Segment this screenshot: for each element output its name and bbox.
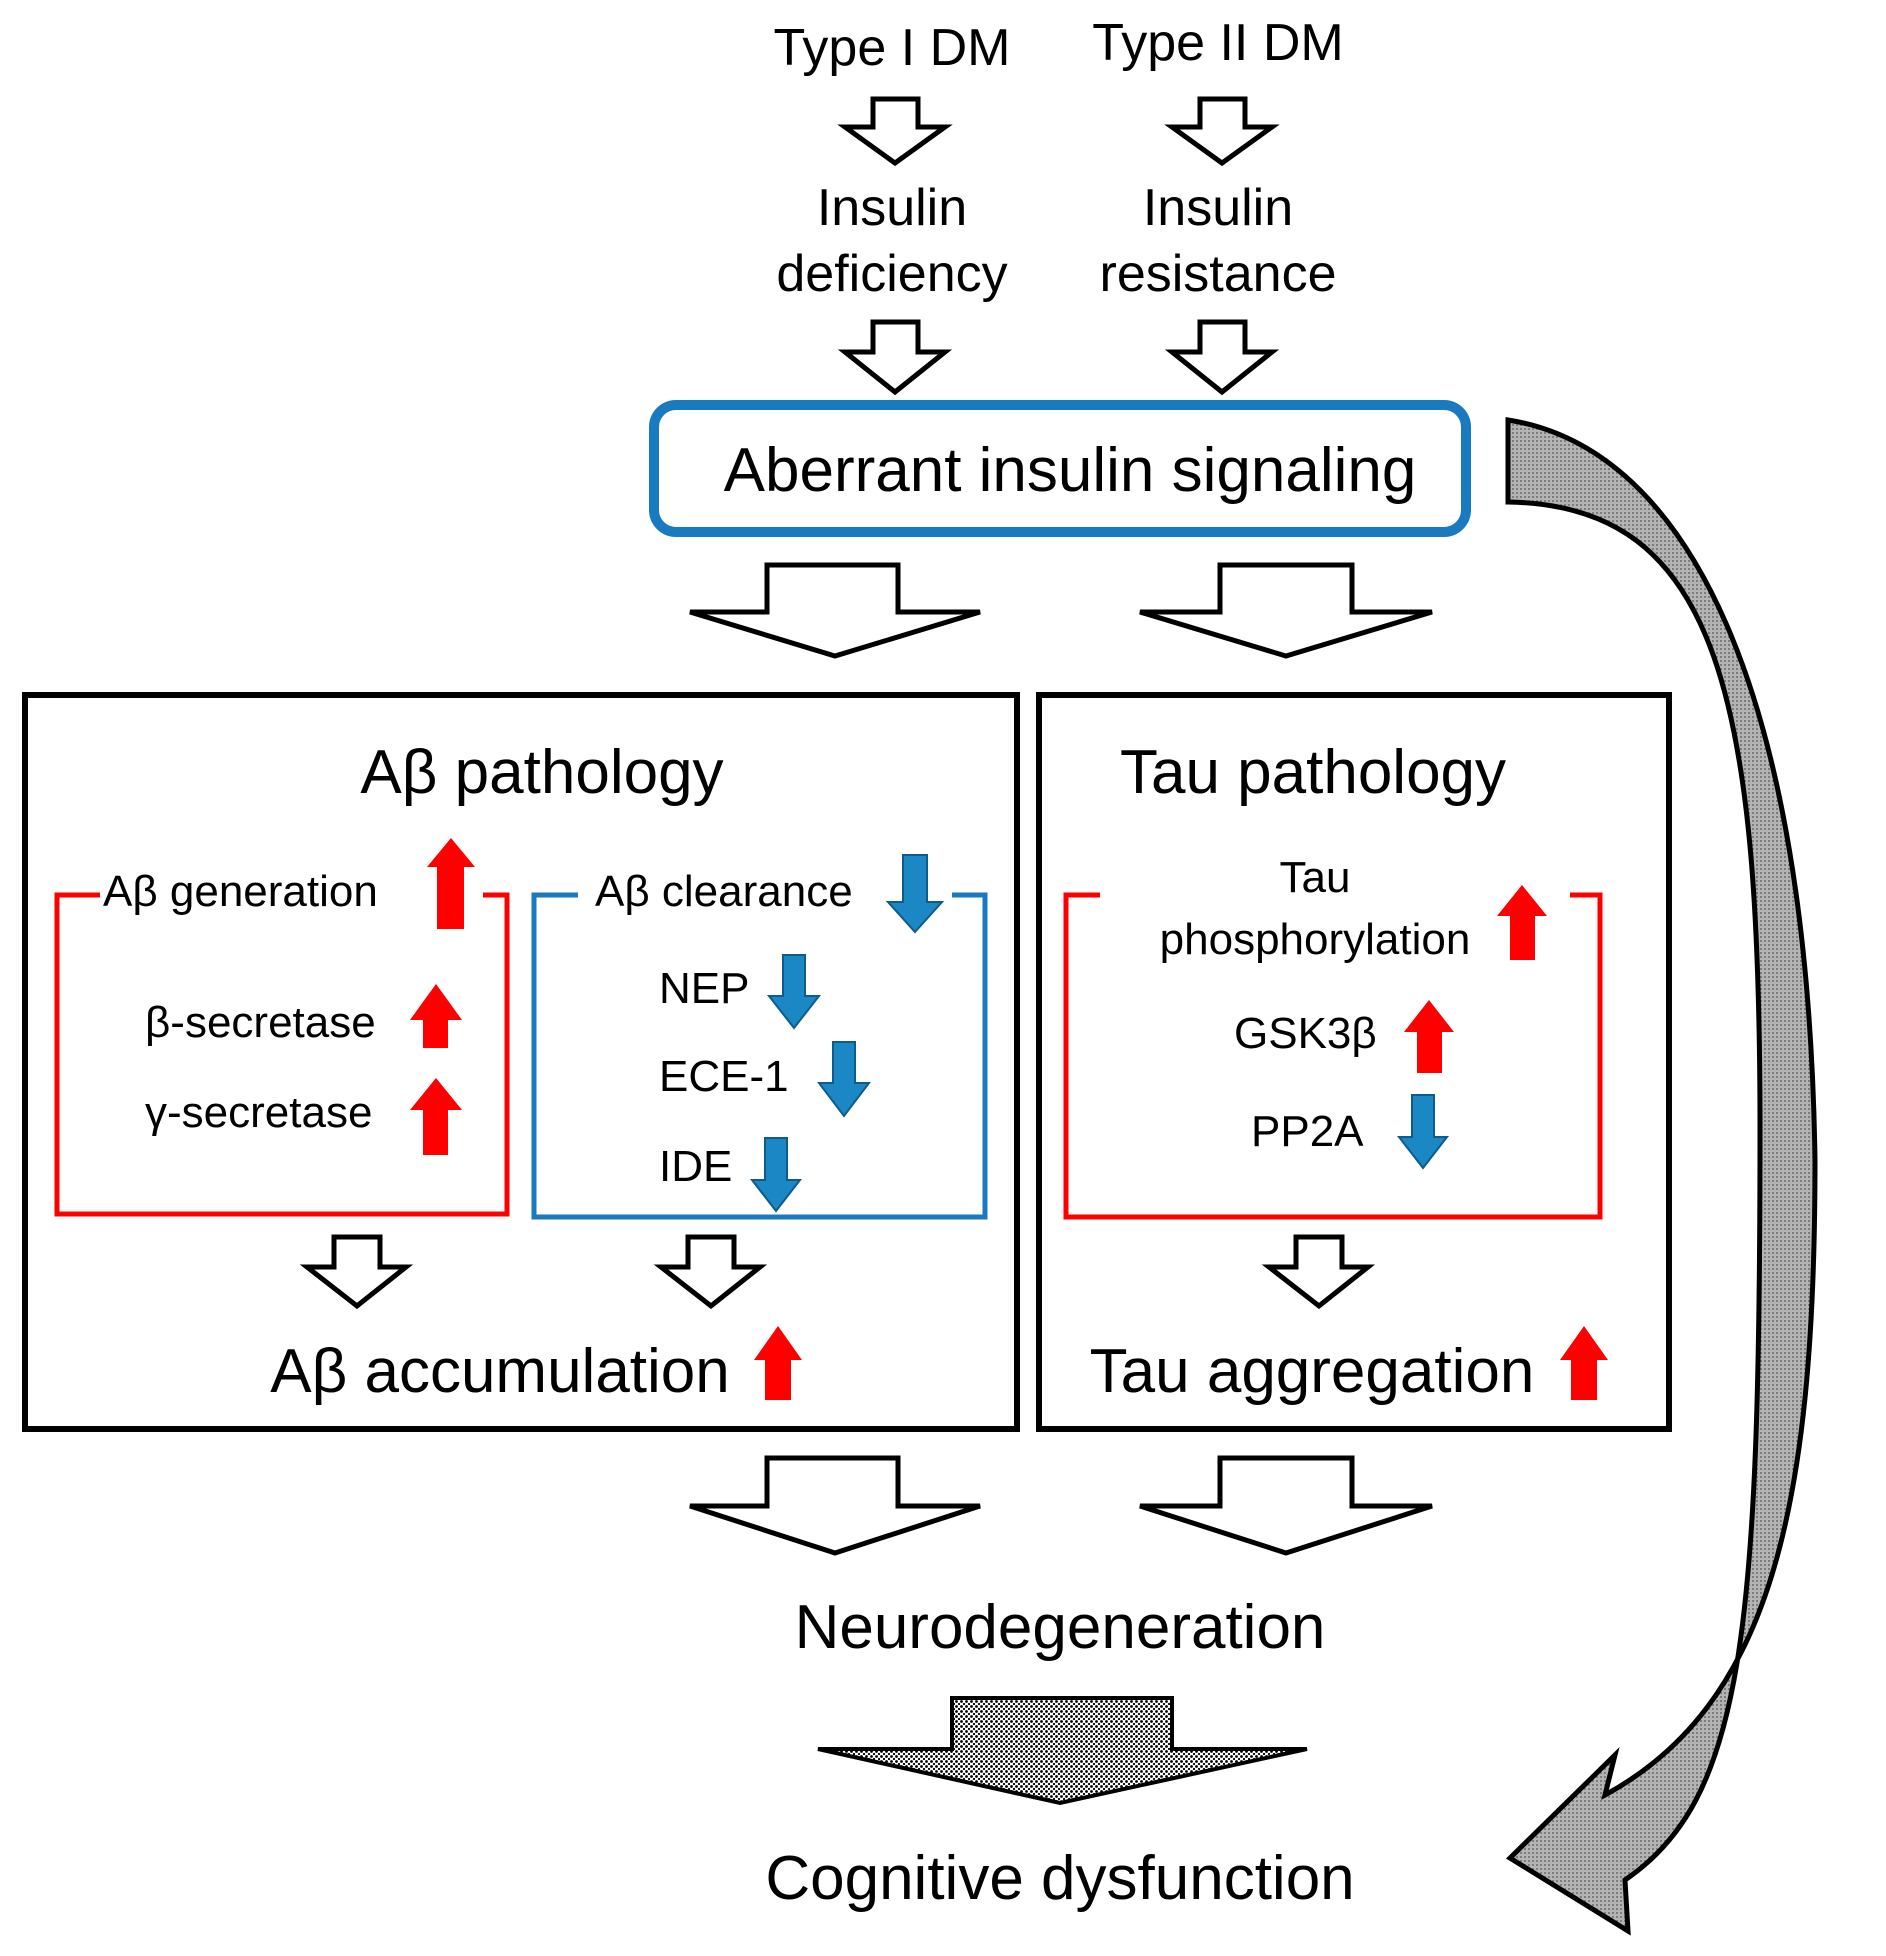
type1-dm-label: Type I DM (773, 19, 1011, 77)
abeta-pathology-title: Aβ pathology (360, 738, 724, 807)
insulin-resistance-line2: resistance (1099, 245, 1337, 303)
tau-phosphorylation-line1: Tau (1279, 853, 1351, 902)
abeta-clearance-title: Aβ clearance (595, 867, 853, 916)
arrow-type1-down (837, 96, 953, 167)
pp2a-label: PP2A (1251, 1107, 1364, 1156)
curved-arrow-signaling-to-cognitive (1505, 417, 1818, 1936)
abeta-generation-title: Aβ generation (103, 867, 378, 916)
arrow-neuro-to-cognitive (817, 1696, 1308, 1806)
down-arrow-icon-ece1 (816, 1041, 872, 1118)
up-arrow-icon-gsk3b (1404, 1000, 1454, 1073)
signaling-label: Aberrant insulin signaling (723, 436, 1417, 505)
down-arrow-icon-nep (766, 954, 822, 1030)
up-arrow-icon-phosphorylation (1497, 885, 1547, 960)
arrow-signaling-to-abeta (689, 562, 981, 659)
arrow-tau-to-neuro (1139, 1455, 1433, 1556)
tau-pathology-title: Tau pathology (1119, 738, 1507, 807)
signaling-box (649, 400, 1471, 537)
gsk3b-label: GSK3β (1234, 1009, 1377, 1058)
ide-label: IDE (659, 1142, 733, 1191)
down-arrow-icon-pp2a (1396, 1094, 1450, 1170)
ece1-label: ECE-1 (659, 1052, 789, 1101)
tau-phosphorylation-title: Tau phosphorylation (1160, 847, 1471, 971)
neurodegeneration-label: Neurodegeneration (794, 1593, 1326, 1662)
tau-bracket (1063, 892, 1603, 1220)
arrow-type2-down (1164, 96, 1280, 167)
insulin-deficiency-line2: deficiency (776, 245, 1008, 303)
up-arrow-icon-accumulation (754, 1326, 802, 1400)
arrow-generation-down (299, 1234, 414, 1310)
tau-aggregation-label: Tau aggregation (1089, 1337, 1535, 1406)
tau-panel (1036, 692, 1672, 1432)
up-arrow-icon-generation (427, 838, 475, 929)
arrow-deficiency-down (837, 319, 953, 396)
arrow-clearance-down (653, 1234, 768, 1310)
cognitive-dysfunction-label: Cognitive dysfunction (765, 1844, 1355, 1913)
up-arrow-icon-beta (410, 984, 462, 1048)
clearance-bracket (531, 892, 988, 1220)
arrow-resistance-down (1164, 319, 1280, 396)
type2-dm-label: Type II DM (1092, 14, 1344, 72)
generation-bracket (54, 892, 510, 1217)
gamma-secretase-label: γ-secretase (145, 1088, 373, 1137)
beta-secretase-label: β-secretase (145, 998, 376, 1047)
nep-label: NEP (659, 964, 750, 1013)
down-arrow-icon-ide (749, 1137, 803, 1213)
arrow-signaling-to-tau (1139, 562, 1433, 659)
insulin-deficiency-line1: Insulin (816, 179, 968, 237)
up-arrow-icon-aggregation (1560, 1326, 1608, 1400)
up-arrow-icon-gamma (410, 1078, 462, 1155)
insulin-resistance-label: Insulin resistance (1100, 175, 1337, 307)
down-arrow-icon-clearance (885, 854, 945, 934)
insulin-resistance-line1: Insulin (1142, 179, 1294, 237)
insulin-deficiency-label: Insulin deficiency (776, 175, 1007, 307)
arrow-abeta-to-neuro (689, 1455, 981, 1556)
abeta-accumulation-label: Aβ accumulation (270, 1337, 730, 1406)
tau-phosphorylation-line2: phosphorylation (1159, 915, 1471, 964)
arrow-phospho-down (1261, 1234, 1376, 1310)
